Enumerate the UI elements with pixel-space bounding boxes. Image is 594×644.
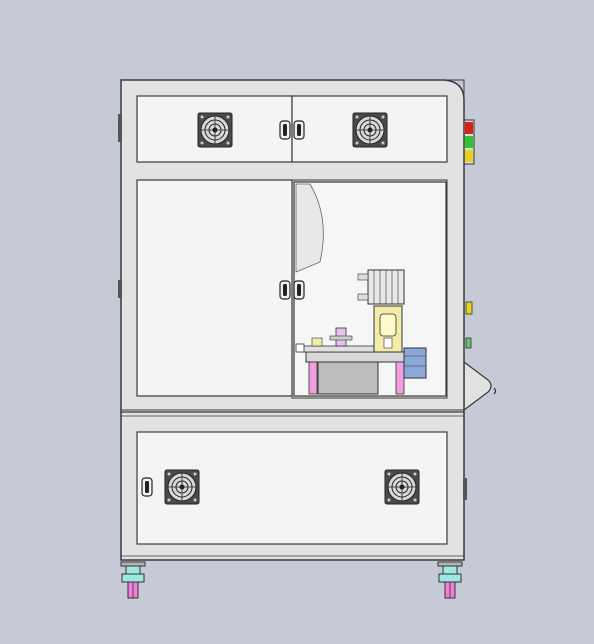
window-arc <box>295 183 324 273</box>
side-latch <box>118 280 122 298</box>
internal-fixture <box>295 269 427 395</box>
side-latch <box>118 114 122 142</box>
bracket-hook <box>493 387 497 395</box>
door-handle-icon[interactable] <box>293 120 305 140</box>
upper-enclosure <box>120 79 465 411</box>
door-handle-icon[interactable] <box>279 280 291 300</box>
door-handle-icon[interactable] <box>279 120 291 140</box>
side-bracket <box>463 360 492 412</box>
side-connector <box>465 337 472 349</box>
door-handle-icon[interactable] <box>141 477 153 497</box>
fan-grille-icon <box>384 469 420 505</box>
signal-tower-icon <box>463 119 475 165</box>
caster-wheel-icon <box>437 561 463 599</box>
side-latch <box>463 478 467 500</box>
fan-grille-icon <box>197 112 233 148</box>
left-door[interactable] <box>136 179 293 397</box>
caster-wheel-icon <box>120 561 146 599</box>
side-connector <box>465 301 473 315</box>
fan-grille-icon <box>164 469 200 505</box>
fan-grille-icon <box>352 112 388 148</box>
door-handle-icon[interactable] <box>293 280 305 300</box>
